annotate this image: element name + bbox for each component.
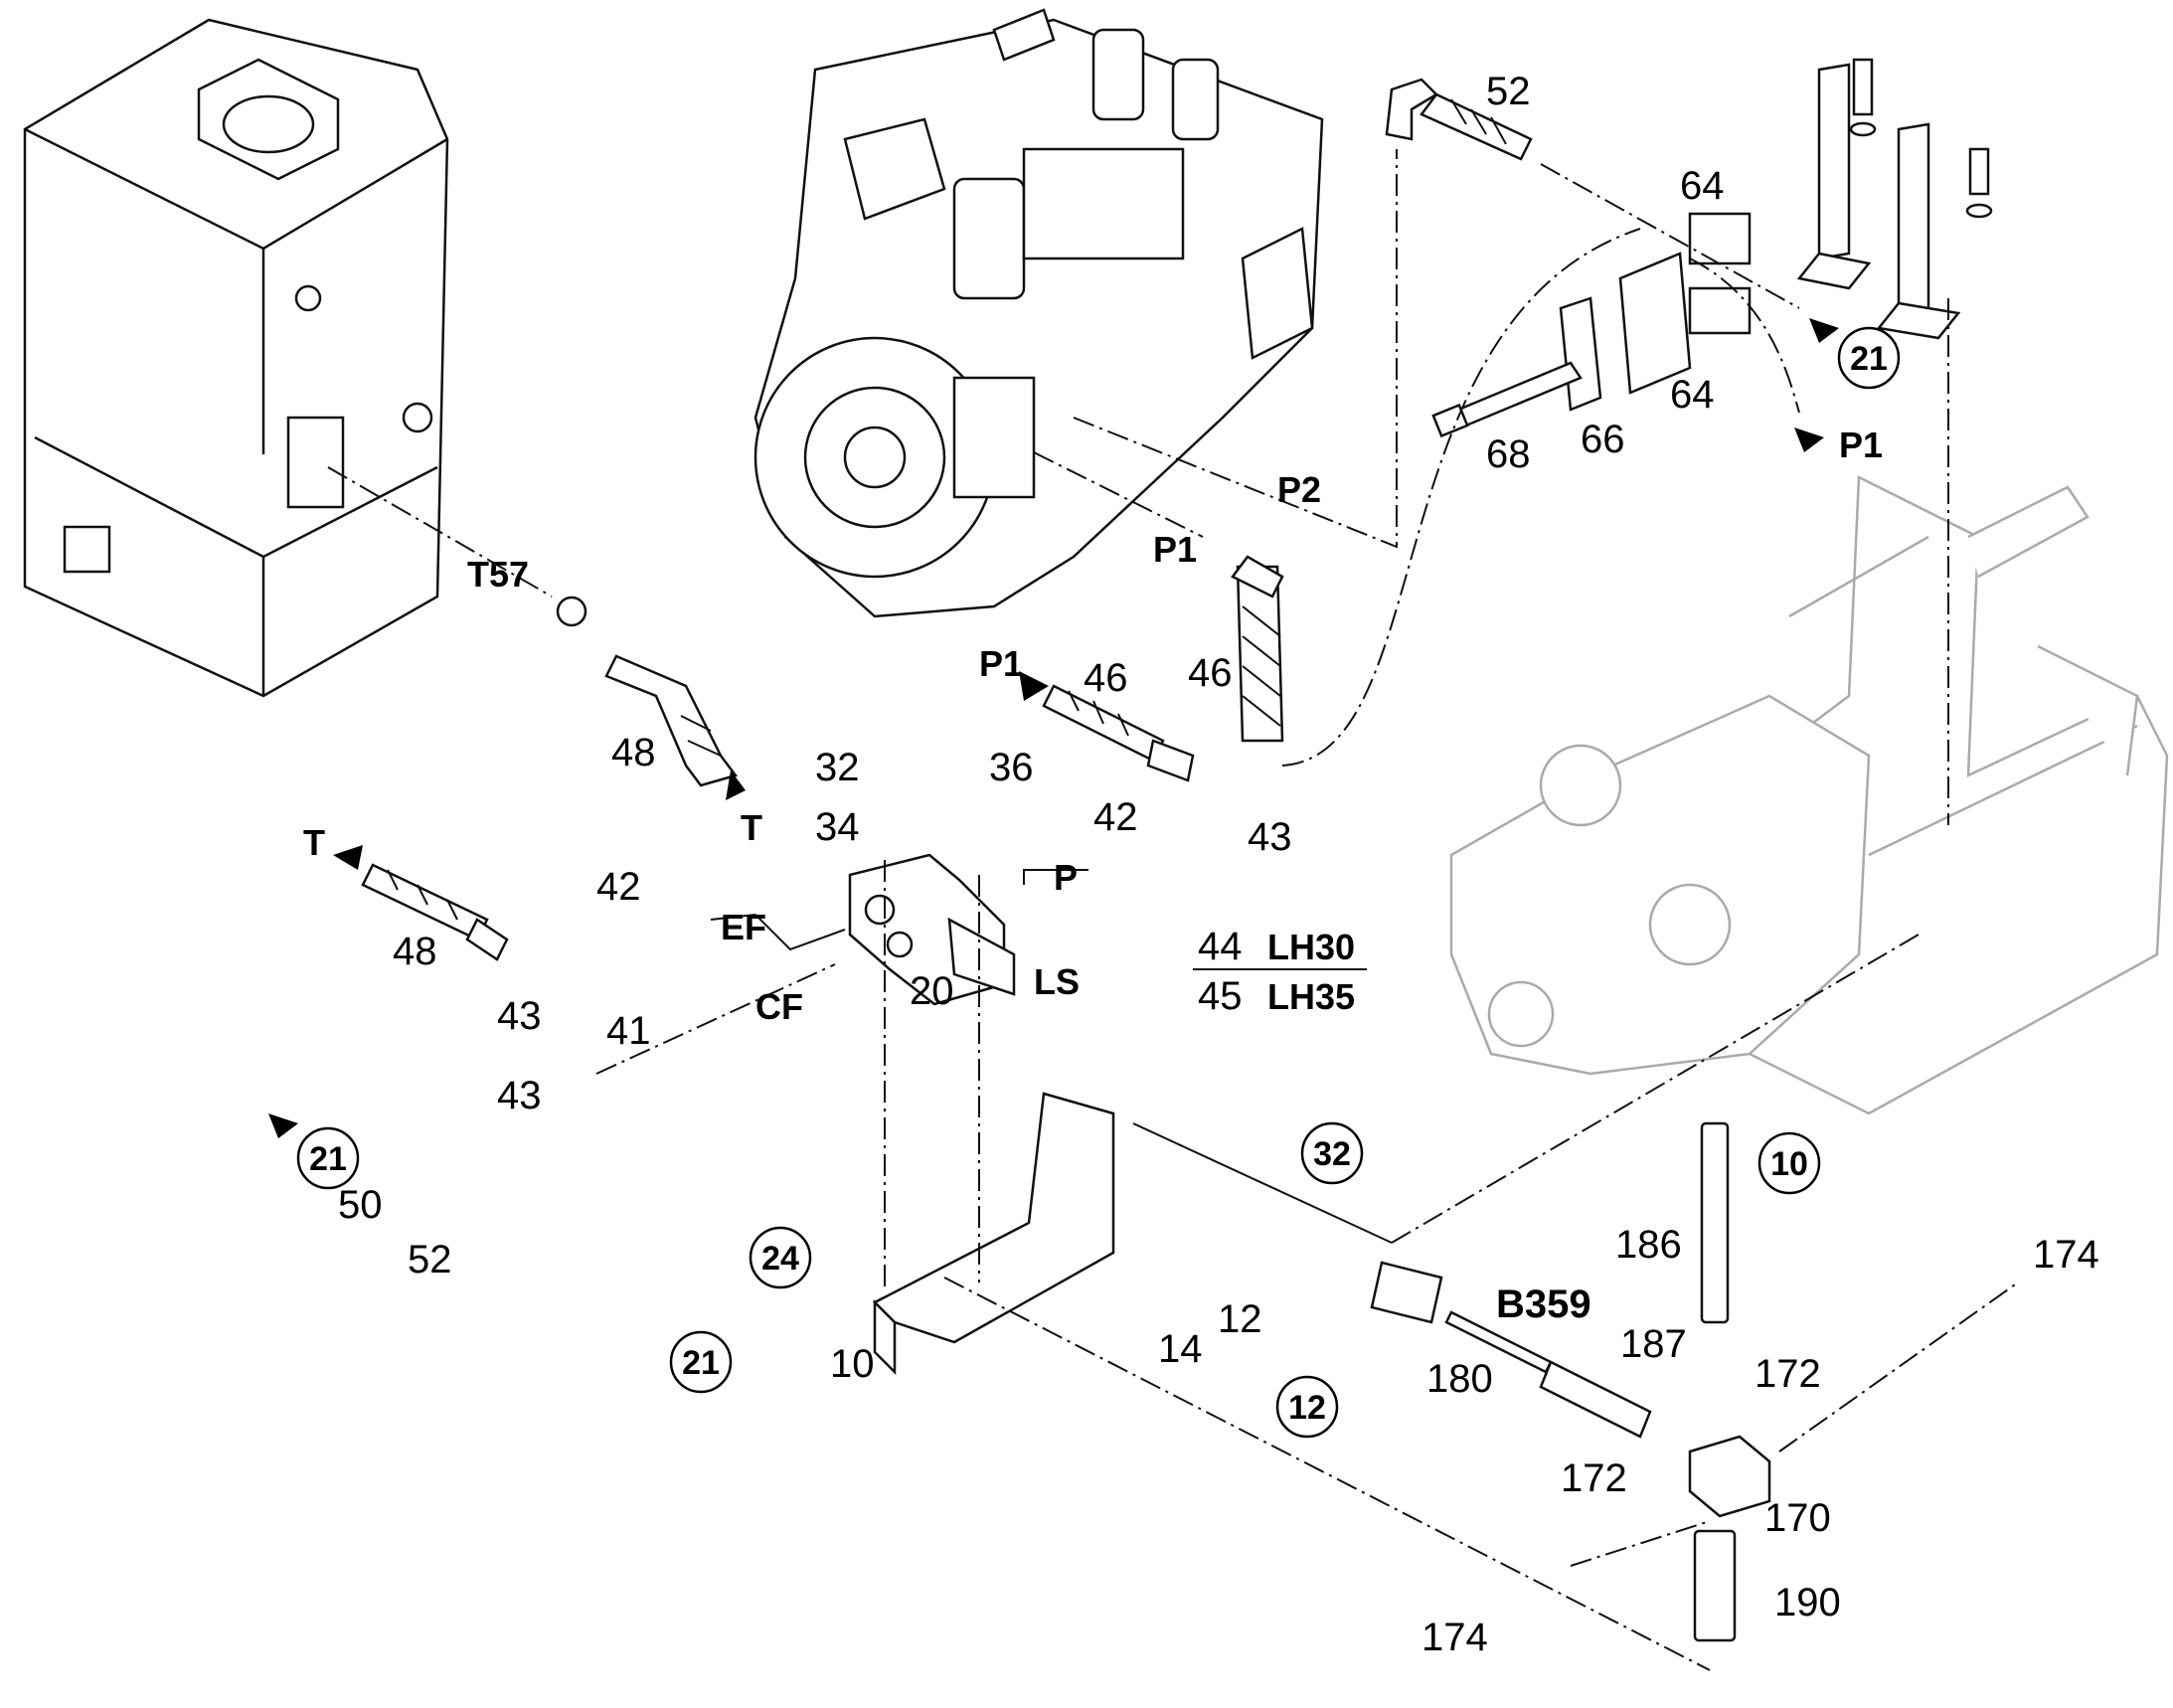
hose-46-horizontal (1042, 684, 1195, 782)
ref-12: 12 (1288, 1389, 1326, 1427)
label-186: 186 (1615, 1223, 1682, 1267)
hose-52-top (1385, 78, 1533, 161)
label-48-a: 48 (611, 731, 656, 774)
label-48-b: 48 (393, 930, 437, 973)
code-p1-c: P1 (1839, 425, 1883, 465)
part-number-labels: 52 64 64 66 68 46 46 48 48 32 36 34 42 4… (338, 70, 2099, 1659)
label-32: 32 (815, 746, 860, 789)
hydraulic-tank (23, 18, 449, 698)
code-lh30: LH30 (1267, 927, 1355, 967)
label-42-b: 42 (596, 865, 641, 909)
clamp-assembly (1431, 58, 1993, 438)
code-p2: P2 (1277, 469, 1321, 510)
code-t-b: T (303, 822, 325, 863)
code-p: P (1054, 857, 1078, 898)
label-64-a: 64 (1680, 164, 1725, 208)
label-12: 12 (1218, 1297, 1262, 1341)
label-187: 187 (1620, 1322, 1687, 1366)
label-43-c: 43 (497, 1074, 542, 1117)
hose-48-upper (556, 596, 739, 787)
label-36: 36 (989, 746, 1034, 789)
code-p1-b: P1 (979, 643, 1023, 684)
label-14: 14 (1158, 1327, 1203, 1371)
label-174-b: 174 (1421, 1616, 1488, 1659)
ref-10: 10 (1770, 1145, 1808, 1183)
label-64-b: 64 (1670, 373, 1715, 417)
ref-24: 24 (761, 1240, 799, 1278)
tee-block-170 (1688, 1121, 1771, 1642)
engine (753, 8, 1324, 618)
label-20: 20 (910, 969, 954, 1013)
label-174-a: 174 (2033, 1233, 2099, 1277)
label-170: 170 (1764, 1496, 1831, 1540)
flow-arrows (268, 318, 1839, 1138)
manifold-block-20 (848, 853, 1016, 1006)
ref-21-a: 21 (1850, 340, 1888, 378)
label-52-b: 52 (408, 1238, 452, 1281)
reference-callouts: 21 21 21 32 24 10 12 (296, 326, 1901, 1439)
label-42-a: 42 (1093, 795, 1138, 839)
label-172-a: 172 (1755, 1352, 1821, 1396)
hose-48-lower (361, 863, 509, 961)
code-ls: LS (1034, 961, 1080, 1002)
code-t57: T57 (467, 554, 529, 595)
ref-21-c: 21 (682, 1344, 720, 1382)
arrow-icon (333, 845, 363, 870)
arrow-icon (1809, 318, 1839, 343)
leader-lines (327, 149, 2019, 1671)
arrow-icon (1019, 671, 1049, 701)
label-46-b: 46 (1188, 651, 1233, 695)
label-66: 66 (1581, 418, 1625, 461)
code-lh35: LH35 (1267, 976, 1355, 1017)
arrow-icon (1794, 427, 1824, 452)
hose-46-vertical (1231, 555, 1284, 743)
label-46-a: 46 (1084, 656, 1128, 700)
code-t-a: T (741, 807, 762, 848)
label-68: 68 (1486, 432, 1531, 476)
sensor-b359 (1370, 1261, 1652, 1439)
label-41: 41 (606, 1009, 651, 1053)
code-cf: CF (755, 986, 803, 1027)
connection-codes: P2 P1 P1 P1 T57 T T EF P LS CF LH30 LH35… (303, 425, 1883, 1326)
bracket-10 (872, 1092, 1115, 1376)
ref-21-b: 21 (309, 1140, 347, 1178)
label-190: 190 (1774, 1581, 1841, 1624)
label-10: 10 (830, 1342, 875, 1386)
label-43-b: 43 (497, 994, 542, 1038)
code-p1-a: P1 (1153, 529, 1197, 570)
label-180: 180 (1426, 1357, 1493, 1401)
arrow-icon (268, 1113, 298, 1138)
label-34: 34 (815, 805, 860, 849)
code-b359: B359 (1496, 1282, 1591, 1326)
arrow-icon (726, 770, 746, 800)
label-50: 50 (338, 1183, 383, 1227)
code-ef: EF (721, 907, 766, 947)
label-172-b: 172 (1561, 1456, 1627, 1500)
label-44: 44 (1198, 925, 1243, 968)
chassis-frame (1449, 475, 2169, 1115)
label-45: 45 (1198, 974, 1243, 1018)
ref-32: 32 (1313, 1135, 1351, 1173)
label-43-a: 43 (1248, 815, 1292, 859)
label-52-top: 52 (1486, 70, 1531, 113)
